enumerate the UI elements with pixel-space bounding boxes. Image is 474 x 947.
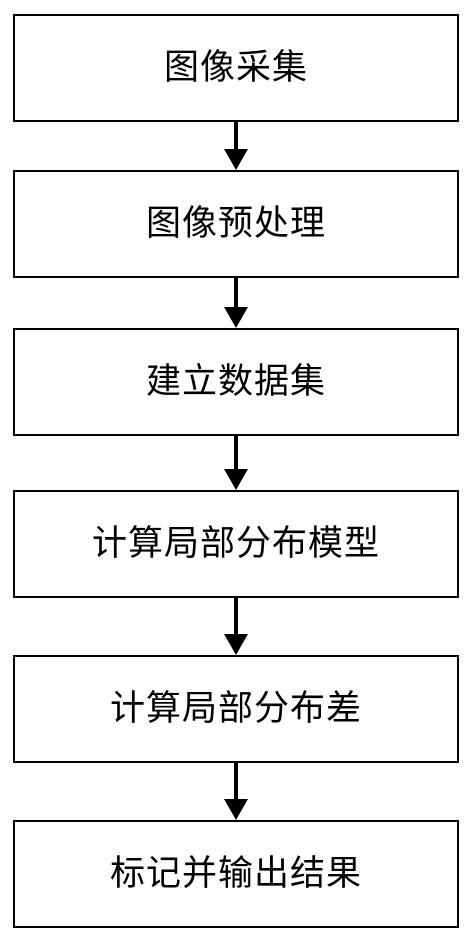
- step-box-mark-and-output: 标记并输出结果: [13, 820, 459, 928]
- down-arrow-icon: [224, 278, 248, 328]
- step-box-build-dataset: 建立数据集: [13, 328, 459, 436]
- step-label: 计算局部分布差: [109, 688, 362, 729]
- step-label: 建立数据集: [145, 361, 326, 402]
- step-box-image-acquisition: 图像采集: [13, 14, 459, 122]
- step-label: 计算局部分布模型: [91, 523, 380, 564]
- down-arrow-icon: [224, 122, 248, 170]
- step-box-image-preprocessing: 图像预处理: [13, 170, 459, 278]
- step-label: 图像采集: [163, 47, 308, 88]
- step-label: 图像预处理: [145, 203, 326, 244]
- down-arrow-icon: [224, 598, 248, 655]
- down-arrow-icon: [224, 436, 248, 490]
- step-box-local-distribution-difference: 计算局部分布差: [13, 655, 459, 763]
- down-arrow-icon: [224, 763, 248, 820]
- step-label: 标记并输出结果: [109, 853, 362, 894]
- step-box-local-distribution-model: 计算局部分布模型: [13, 490, 459, 598]
